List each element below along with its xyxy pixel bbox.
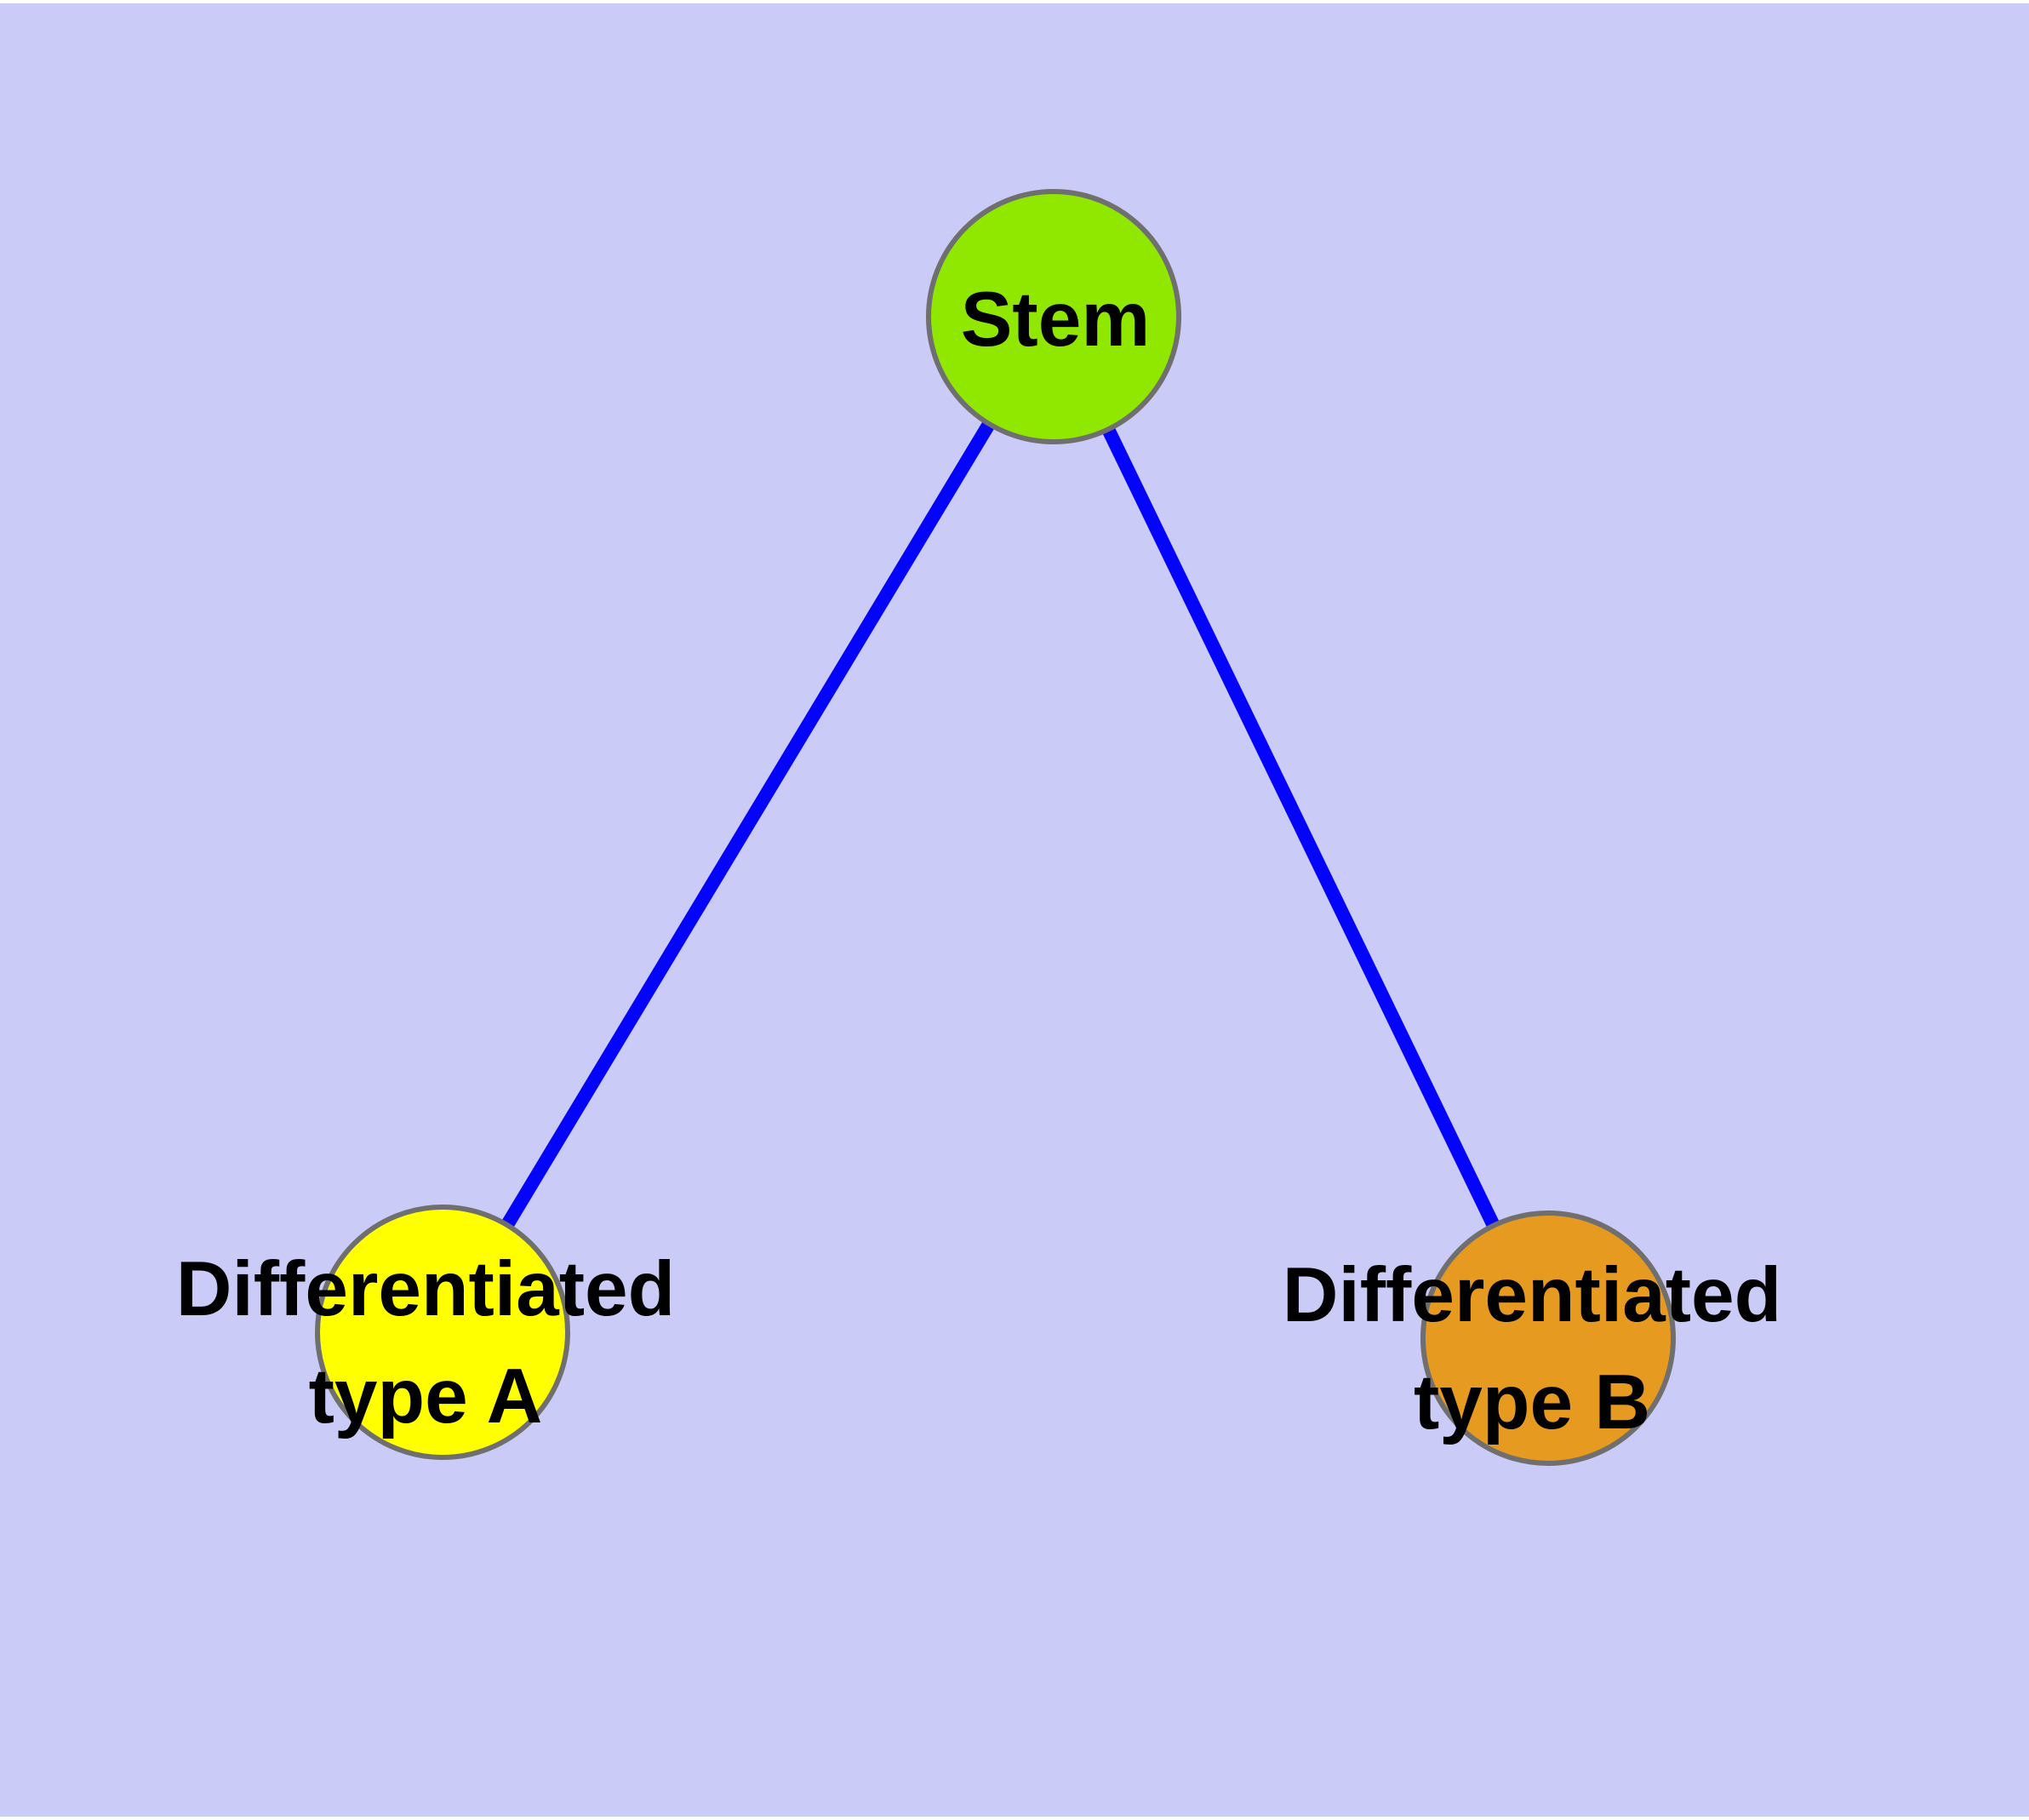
node-stem-circle — [926, 189, 1181, 444]
node-type-b-circle — [1420, 1210, 1676, 1466]
edge-stem-to-type-a — [437, 312, 1060, 1336]
node-type-a-circle — [315, 1205, 570, 1460]
edge-stem-to-type-b — [1047, 313, 1555, 1342]
